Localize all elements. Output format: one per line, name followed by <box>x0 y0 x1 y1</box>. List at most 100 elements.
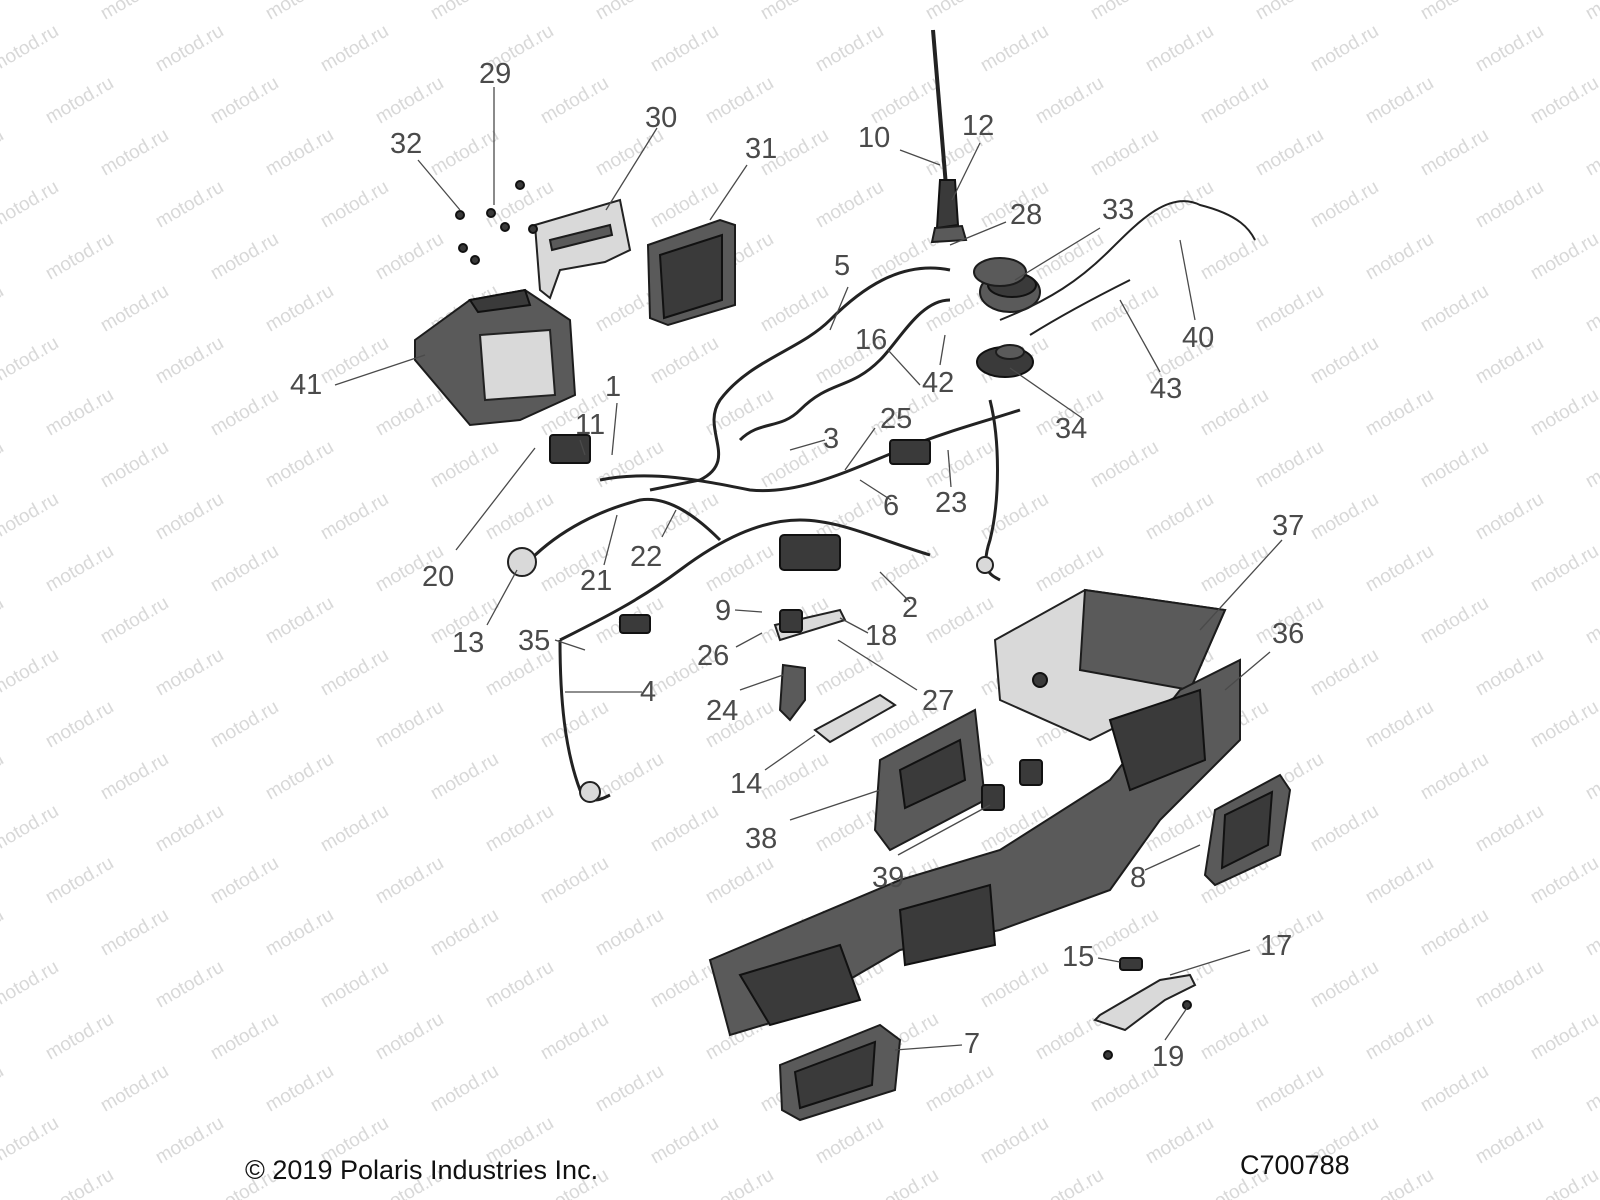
watermark-text: motod.ru <box>0 281 7 337</box>
watermark-text: motod.ru <box>537 853 612 909</box>
watermark-text: motod.ru <box>317 645 392 701</box>
callout-21: 21 <box>580 565 612 597</box>
callout-20: 20 <box>422 561 454 593</box>
watermark-text: motod.ru <box>97 281 172 337</box>
watermark-text: motod.ru <box>1032 541 1107 597</box>
callout-13: 13 <box>452 627 484 659</box>
glove-box-part <box>993 588 1227 742</box>
callout-43: 43 <box>1150 373 1182 405</box>
copyright-notice: © 2019 Polaris Industries Inc. <box>245 1155 599 1185</box>
antenna-part <box>930 29 968 244</box>
callout-35: 35 <box>518 625 550 657</box>
watermark-text: motod.ru <box>207 541 282 597</box>
watermark-text: motod.ru <box>0 957 62 1013</box>
watermark-text: motod.ru <box>0 333 62 389</box>
callout-42: 42 <box>922 367 954 399</box>
watermark-text: motod.ru <box>592 0 667 24</box>
watermark-text: motod.ru <box>867 1165 942 1200</box>
watermark-text: motod.ru <box>1417 593 1492 649</box>
leader-lines <box>334 87 1283 1051</box>
watermark-text: motod.ru <box>922 593 997 649</box>
watermark-text: motod.ru <box>42 697 117 753</box>
watermark-text: motod.ru <box>262 905 337 961</box>
speaker-grille-right-part <box>1203 773 1292 887</box>
watermark-text: motod.ru <box>1197 385 1272 441</box>
callout-36: 36 <box>1272 618 1304 650</box>
watermark-text: motod.ru <box>1362 853 1437 909</box>
watermark-text: motod.ru <box>537 73 612 129</box>
callout-4: 4 <box>640 676 656 708</box>
watermark-text: motod.ru <box>97 749 172 805</box>
watermark-text: motod.ru <box>1252 0 1327 24</box>
watermark-text: motod.ru <box>97 905 172 961</box>
watermark-text: motod.ru <box>1142 177 1217 233</box>
watermark-text: motod.ru <box>482 489 557 545</box>
watermark-text: motod.ru <box>867 229 942 285</box>
watermark-text: motod.ru <box>1032 73 1107 129</box>
watermark-text: motod.ru <box>1362 1009 1437 1065</box>
watermark-text: motod.ru <box>0 0 7 24</box>
watermark-text: motod.ru <box>537 1009 612 1065</box>
watermark-text: motod.ru <box>262 0 337 24</box>
callout-23: 23 <box>935 487 967 519</box>
watermark-text: motod.ru <box>647 1113 722 1169</box>
watermark-text: motod.ru <box>152 489 227 545</box>
watermark-text: motod.ru <box>0 801 62 857</box>
figure-id: C700788 <box>1240 1150 1350 1180</box>
watermark-text: motod.ru <box>97 1061 172 1117</box>
watermark-text: motod.ru <box>152 957 227 1013</box>
watermark-text: motod.ru <box>1252 125 1327 181</box>
watermark-text: motod.ru <box>42 73 117 129</box>
dash-body-part <box>708 658 1241 1037</box>
watermark-text: motod.ru <box>42 541 117 597</box>
watermark-text: motod.ru <box>427 1061 502 1117</box>
clip-parts <box>981 759 1043 811</box>
watermark-text: motod.ru <box>317 801 392 857</box>
watermark-text: motod.ru <box>0 437 7 493</box>
watermark-text: motod.ru <box>1362 385 1437 441</box>
watermark-text: motod.ru <box>42 1165 117 1200</box>
callout-15: 15 <box>1062 941 1094 973</box>
watermark-text: motod.ru <box>427 125 502 181</box>
watermark-text: motod.ru <box>1252 1061 1327 1117</box>
watermark-text: motod.ru <box>1197 73 1272 129</box>
watermark-text: motod.ru <box>1362 229 1437 285</box>
watermark-text: motod.ru <box>152 177 227 233</box>
watermark-text: motod.ru <box>812 177 887 233</box>
callout-38: 38 <box>745 823 777 855</box>
watermark-text: motod.ru <box>152 645 227 701</box>
watermark-text: motod.ru <box>592 437 667 493</box>
callout-37: 37 <box>1272 510 1304 542</box>
callout-10: 10 <box>858 122 890 154</box>
watermark-text: motod.ru <box>1582 437 1600 493</box>
watermark-text: motod.ru <box>262 593 337 649</box>
watermark-text: motod.ru <box>1582 593 1600 649</box>
watermark-text: motod.ru <box>0 21 62 77</box>
watermark-text: motod.ru <box>1417 125 1492 181</box>
watermark-text: motod.ru <box>1197 1009 1272 1065</box>
watermark-text: motod.ru <box>0 905 7 961</box>
callout-19: 19 <box>1152 1041 1184 1073</box>
callout-3: 3 <box>823 423 839 455</box>
watermark-text: motod.ru <box>1582 0 1600 24</box>
watermark-text: motod.ru <box>812 21 887 77</box>
watermark-text: motod.ru <box>1087 0 1162 24</box>
watermark-text: motod.ru <box>262 125 337 181</box>
watermark-text: motod.ru <box>1307 645 1382 701</box>
watermark-text: motod.ru <box>867 73 942 129</box>
callout-1: 1 <box>605 371 621 403</box>
watermark-text: motod.ru <box>262 437 337 493</box>
watermark-text: motod.ru <box>317 489 392 545</box>
watermark-text: motod.ru <box>647 801 722 857</box>
watermark-text: motod.ru <box>97 125 172 181</box>
watermark-text: motod.ru <box>1252 437 1327 493</box>
watermark-text: motod.ru <box>1197 541 1272 597</box>
watermark-text: motod.ru <box>977 957 1052 1013</box>
watermark-text: motod.ru <box>1032 1165 1107 1200</box>
watermark-text: motod.ru <box>372 229 447 285</box>
watermark-text: motod.ru <box>1472 489 1547 545</box>
callout-31: 31 <box>745 133 777 165</box>
callout-33: 33 <box>1102 194 1134 226</box>
watermark-text: motod.ru <box>427 905 502 961</box>
